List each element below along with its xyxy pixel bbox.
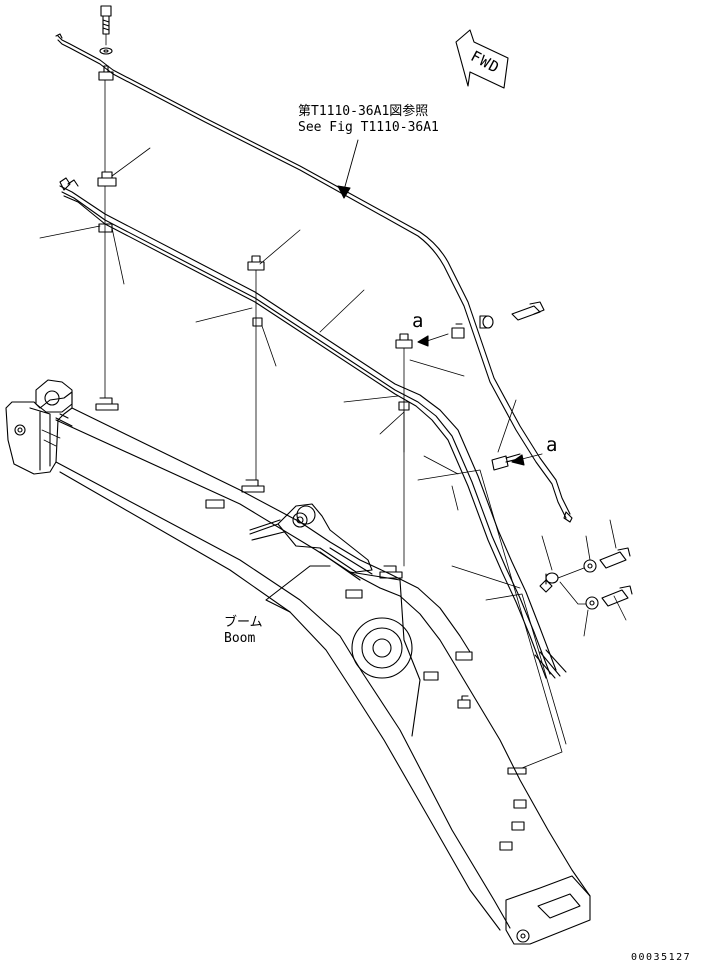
callout-a-upper: a bbox=[412, 310, 424, 332]
drawing-code: 00035127 bbox=[631, 952, 692, 963]
fwd-arrow-icon bbox=[455, 29, 509, 89]
main-harness bbox=[59, 177, 567, 679]
right-fastener-group bbox=[479, 301, 633, 610]
boom-label-jp: ブーム bbox=[224, 615, 263, 630]
clamp-group bbox=[97, 171, 465, 411]
reference-label-jp: 第T1110-36A1図参照 bbox=[298, 104, 429, 119]
leader-lines bbox=[39, 147, 627, 637]
assembly-lines bbox=[104, 79, 567, 769]
boom-label-en: Boom bbox=[224, 631, 256, 646]
boom-body bbox=[5, 379, 591, 945]
callout-arrows bbox=[417, 333, 543, 466]
top-bolt-group bbox=[98, 5, 114, 81]
upper-harness bbox=[55, 33, 573, 523]
reference-label-en: See Fig T1110-36A1 bbox=[298, 120, 439, 135]
callout-a-lower: a bbox=[546, 434, 558, 456]
reference-arrow bbox=[337, 139, 359, 199]
